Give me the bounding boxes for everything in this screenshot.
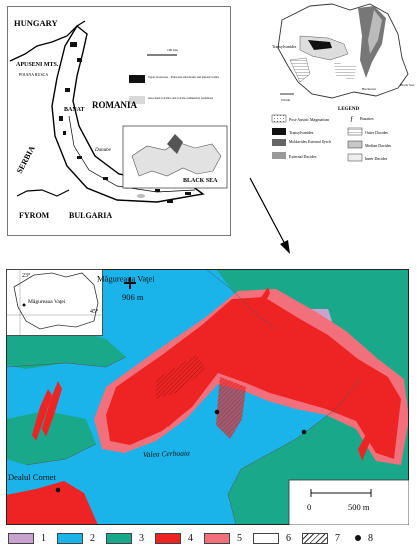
legend-swatch-2 xyxy=(57,532,83,544)
legend-dot-8 xyxy=(355,535,361,541)
label-fyrom: FYROM xyxy=(19,211,50,220)
inset-romania-map: 23° 45° Măgureaua Vaţei xyxy=(6,269,103,336)
legend-swatch-7 xyxy=(302,532,328,544)
upper-left-legend-2: Associated volcanics and volcano sedimen… xyxy=(148,97,213,100)
label-hungary: HUNGARY xyxy=(14,18,58,28)
label-bulgaria: BULGARIA xyxy=(69,211,112,220)
label-banat: BANAT xyxy=(64,107,85,113)
upper-right-label-bucharest: Bucharest xyxy=(362,87,376,91)
label-apuseni: APUSENI MTS. xyxy=(16,62,59,68)
peak-name: Măgureaua Vaţei xyxy=(97,273,155,283)
scale-bar: 0 500 m xyxy=(288,479,409,525)
legend-swatch-1 xyxy=(8,532,34,544)
legend: 1 2 3 4 5 6 7 8 xyxy=(8,529,384,547)
legend-num-1: 1 xyxy=(41,532,46,544)
legend-item-6: 6 xyxy=(253,532,291,544)
label-poiana: POIANA RUSCA xyxy=(19,72,48,77)
legend-num-8: 8 xyxy=(368,532,373,544)
ur-legend-0: Post-Austric Magmatism xyxy=(289,117,330,122)
legend-item-2: 2 xyxy=(57,532,95,544)
ur-legend-7: Inner Dacides xyxy=(365,156,388,161)
label-black-sea: BLACK SEA xyxy=(183,178,218,184)
upper-left-scale: 100 km xyxy=(167,48,178,52)
upper-right-map: Transylvanides Bucharest Black Sea 100 k… xyxy=(271,3,415,162)
legend-num-4: 4 xyxy=(188,532,193,544)
legend-swatch-4 xyxy=(155,532,181,544)
ur-legend-4: Busaites xyxy=(360,116,374,121)
legend-num-6: 6 xyxy=(286,532,291,544)
hill-label: Dealul Cornet xyxy=(8,472,57,482)
legend-item-1: 1 xyxy=(8,532,46,544)
label-danube: Danube xyxy=(94,148,112,153)
legend-item-7: 7 xyxy=(302,532,340,544)
legend-swatch-5 xyxy=(204,532,230,544)
legend-num-7: 7 xyxy=(335,532,340,544)
ur-legend-6: Median Dacides xyxy=(365,143,392,148)
scale-label: 500 m xyxy=(348,502,370,512)
main-geological-map: 23° 45° Măgureaua Vaţei Măgureaua Vaţei … xyxy=(6,269,409,525)
ur-legend-2: Moldavides External flysch xyxy=(289,140,331,144)
legend-num-5: 5 xyxy=(237,532,242,544)
peak-elevation: 906 m xyxy=(122,292,144,302)
legend-num-3: 3 xyxy=(139,532,144,544)
upper-right-scale: 100 km xyxy=(281,98,291,102)
legend-item-4: 4 xyxy=(155,532,193,544)
inset-lon: 23° xyxy=(22,272,31,279)
inset-lat: 45° xyxy=(90,308,99,315)
label-romania: ROMANIA xyxy=(92,100,137,110)
legend-item-8: 8 xyxy=(351,533,373,544)
pointer-arrow xyxy=(249,177,290,254)
ur-legend-3: External Dacides xyxy=(289,154,317,159)
upper-right-label-transylvanides: Transylvanides xyxy=(272,44,297,49)
upper-right-label-black-sea: Black Sea xyxy=(400,83,415,87)
legend-swatch-6 xyxy=(253,532,279,544)
legend-item-3: 3 xyxy=(106,532,144,544)
legend-num-2: 2 xyxy=(90,532,95,544)
ur-legend-5: Outer Dacides xyxy=(365,130,388,135)
upper-left-map: HUNGARY APUSENI MTS. POIANA RUSCA BANAT … xyxy=(7,6,231,236)
scale-zero: 0 xyxy=(307,502,311,512)
upper-right-legend-title: LEGEND xyxy=(338,107,360,112)
legend-item-5: 5 xyxy=(204,532,242,544)
valley-label: Valea Cerboaia xyxy=(143,448,190,459)
legend-swatch-3 xyxy=(106,532,132,544)
ur-legend-1: Transylvanides xyxy=(289,130,314,135)
ur-legend-symbol: ƒ xyxy=(350,115,354,123)
upper-left-legend-1: Upper Cretaceous – Paleocene subvolcanic… xyxy=(148,76,219,79)
inset-label: Măgureaua Vaţei xyxy=(28,299,66,305)
